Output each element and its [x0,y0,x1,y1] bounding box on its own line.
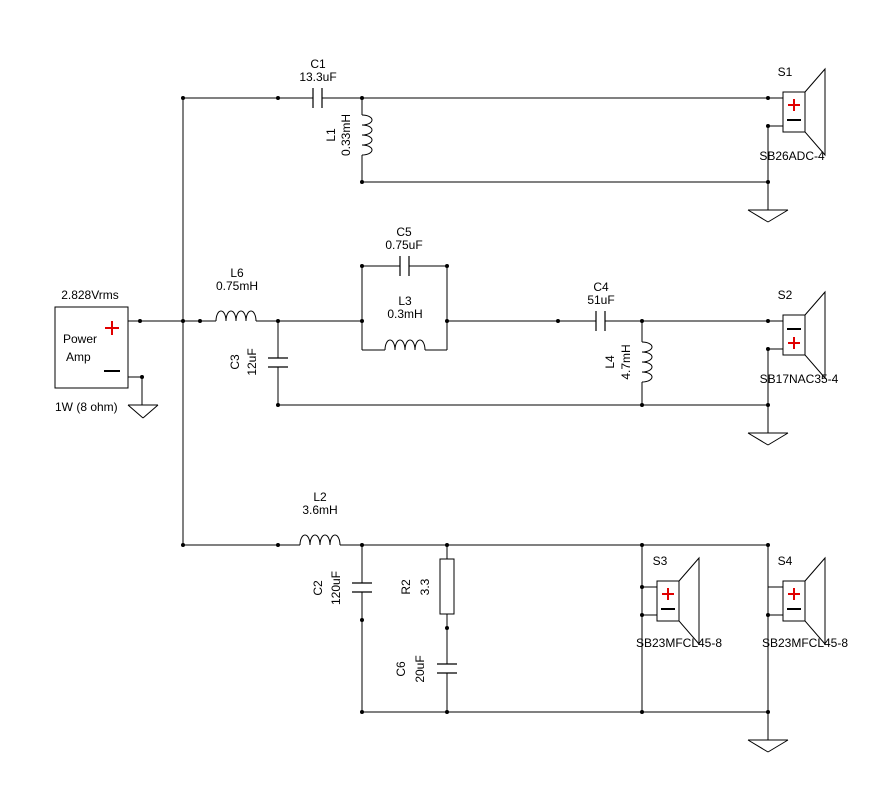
s1-ref: S1 [778,65,793,79]
c4-ref: C4 [593,280,609,294]
capacitor-c2: C2 120uF [311,571,372,605]
s3-ref: S3 [653,554,668,568]
ground-icon [747,209,789,223]
l2-value: 3.6mH [302,503,337,517]
woofer-branch: L2 3.6mH C2 120uF R2 3.3 C6 20uF [183,490,848,753]
amp-plus-icon [105,321,119,335]
r2-value: 3.3 [418,578,432,595]
c5-value: 0.75uF [385,238,422,252]
inductor-l3: L3 0.3mH [384,294,426,351]
midrange-branch: L6 0.75mH C3 12uF C5 0.75uF L3 0.3mH [183,225,839,446]
speaker-s1: S1 SB26ADC-4 [759,65,826,163]
s4-model: SB23MFCL45-8 [762,636,848,650]
s1-model: SB26ADC-4 [759,149,825,163]
c2-ref: C2 [311,580,325,596]
amp-voltage-label: 2.828Vrms [61,288,119,302]
s4-ref: S4 [778,554,793,568]
c3-ref: C3 [228,354,242,370]
s1-plus-icon [788,99,800,111]
c4-value: 51uF [587,293,614,307]
l4-ref: L4 [603,355,617,369]
r2-ref: R2 [399,579,413,595]
c6-value: 20uF [413,655,427,682]
capacitor-c6: C6 20uF [394,655,457,683]
s3-model: SB23MFCL45-8 [636,636,722,650]
c1-value: 13.3uF [299,70,336,84]
s3-plus-icon [662,588,674,600]
s2-ref: S2 [778,288,793,302]
capacitor-c1: C1 13.3uF [299,57,337,108]
c3-value: 12uF [245,348,259,375]
l2-ref: L2 [313,490,327,504]
amp-name-line1: Power [63,332,97,346]
speaker-s2: S2 SB17NAC35-4 [760,288,839,386]
c5-ref: C5 [396,225,412,239]
power-amp: 2.828Vrms Power Amp 1W (8 ohm) [54,288,183,419]
amp-name-line2: Amp [66,350,91,364]
s4-plus-icon [788,588,800,600]
l4-value: 4.7mH [619,344,633,379]
s2-plus-icon [788,337,800,349]
l6-ref: L6 [230,266,244,280]
junction-dots [138,96,770,714]
speaker-s4: S4 SB23MFCL45-8 [762,554,848,650]
capacitor-c3: C3 12uF [228,348,288,376]
inductor-l1: L1 0.33mH [324,114,373,156]
capacitor-c5: C5 0.75uF [385,225,423,276]
l3-ref: L3 [398,294,412,308]
amp-power-label: 1W (8 ohm) [55,400,118,414]
inductor-l2: L2 3.6mH [299,490,341,546]
c2-value: 120uF [329,571,343,605]
ground-icon [747,432,789,446]
amp-ground-icon [127,404,159,419]
tweeter-branch: C1 13.3uF L1 0.33mH [183,57,826,223]
l1-value: 0.33mH [339,114,353,156]
speaker-s3: S3 SB23MFCL45-8 [636,554,722,650]
inductor-l6: L6 0.75mH [215,266,258,322]
l1-ref: L1 [324,128,338,142]
l3-value: 0.3mH [387,307,422,321]
l6-value: 0.75mH [216,279,258,293]
capacitor-c4: C4 51uF [587,280,615,331]
resistor-r2: R2 3.3 [399,558,455,615]
c6-ref: C6 [394,661,408,677]
s2-model: SB17NAC35-4 [760,372,839,386]
inductor-l4: L4 4.7mH [603,341,653,383]
ground-icon [747,739,789,753]
c1-ref: C1 [310,57,326,71]
